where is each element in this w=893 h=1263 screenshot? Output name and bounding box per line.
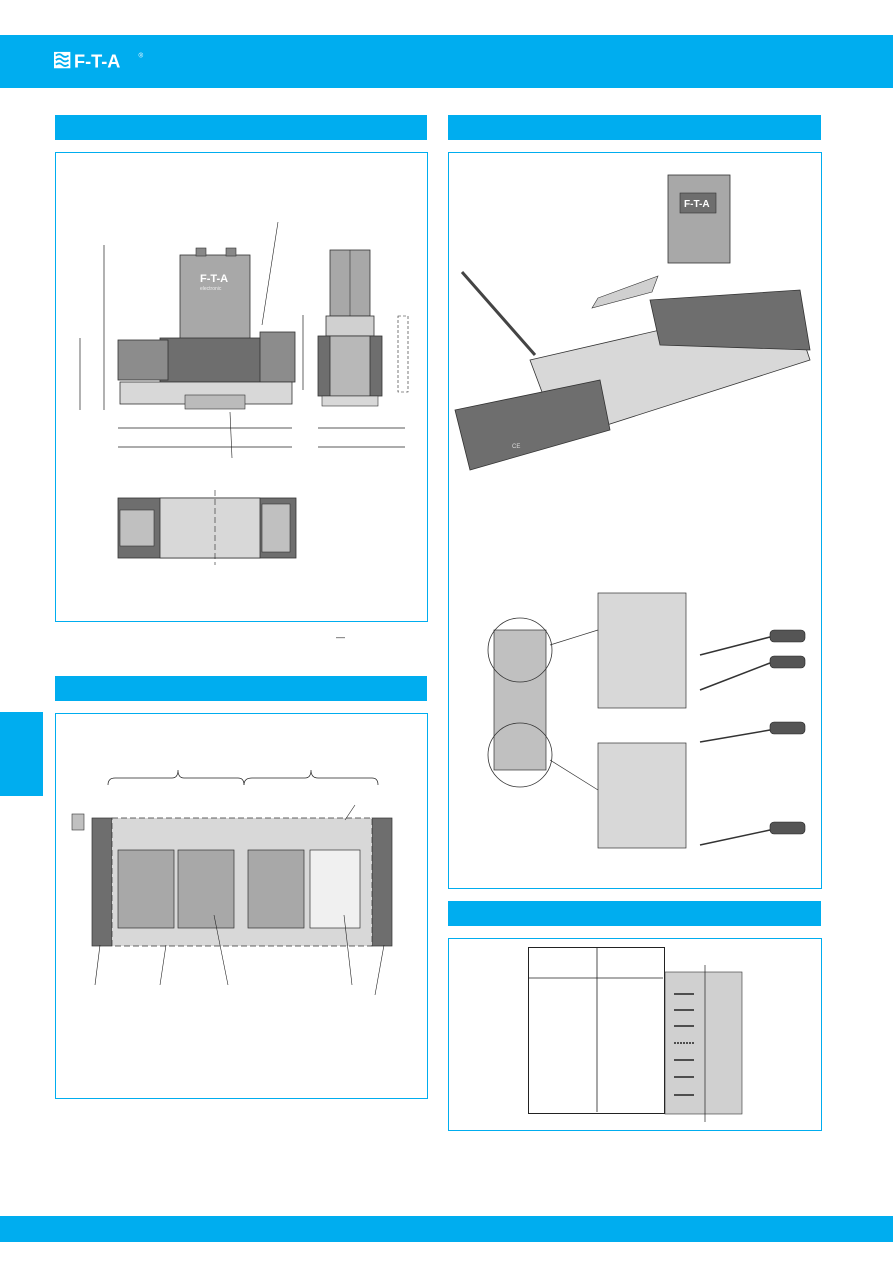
logo-icon: F-T-A ® [54,51,144,71]
section-bar-coding [448,901,821,926]
ce-mark: CE [512,444,520,450]
chapter-tab [0,712,43,796]
panel-coding [448,938,822,1131]
section-bar-assembly [448,115,821,140]
module-sub-front: electronic [200,286,222,292]
module-brand-front: F-T-A [200,273,228,285]
module-brand-assembly: F-T-A [684,199,710,210]
top-view [117,490,297,565]
section-bar-circuit [55,676,427,701]
coding-table [528,947,665,1114]
section-bar-dimensions [55,115,427,140]
logo-text: F-T-A [74,51,120,71]
page-footer [0,1216,893,1242]
relay-module-icon: F-T-A [667,174,731,264]
front-view: F-T-A electronic [79,221,304,459]
side-view [317,249,409,448]
screwdriver-icon [699,629,806,846]
registered-mark: ® [139,51,144,59]
svg-text:—: — [336,632,345,642]
page-header [0,35,893,88]
